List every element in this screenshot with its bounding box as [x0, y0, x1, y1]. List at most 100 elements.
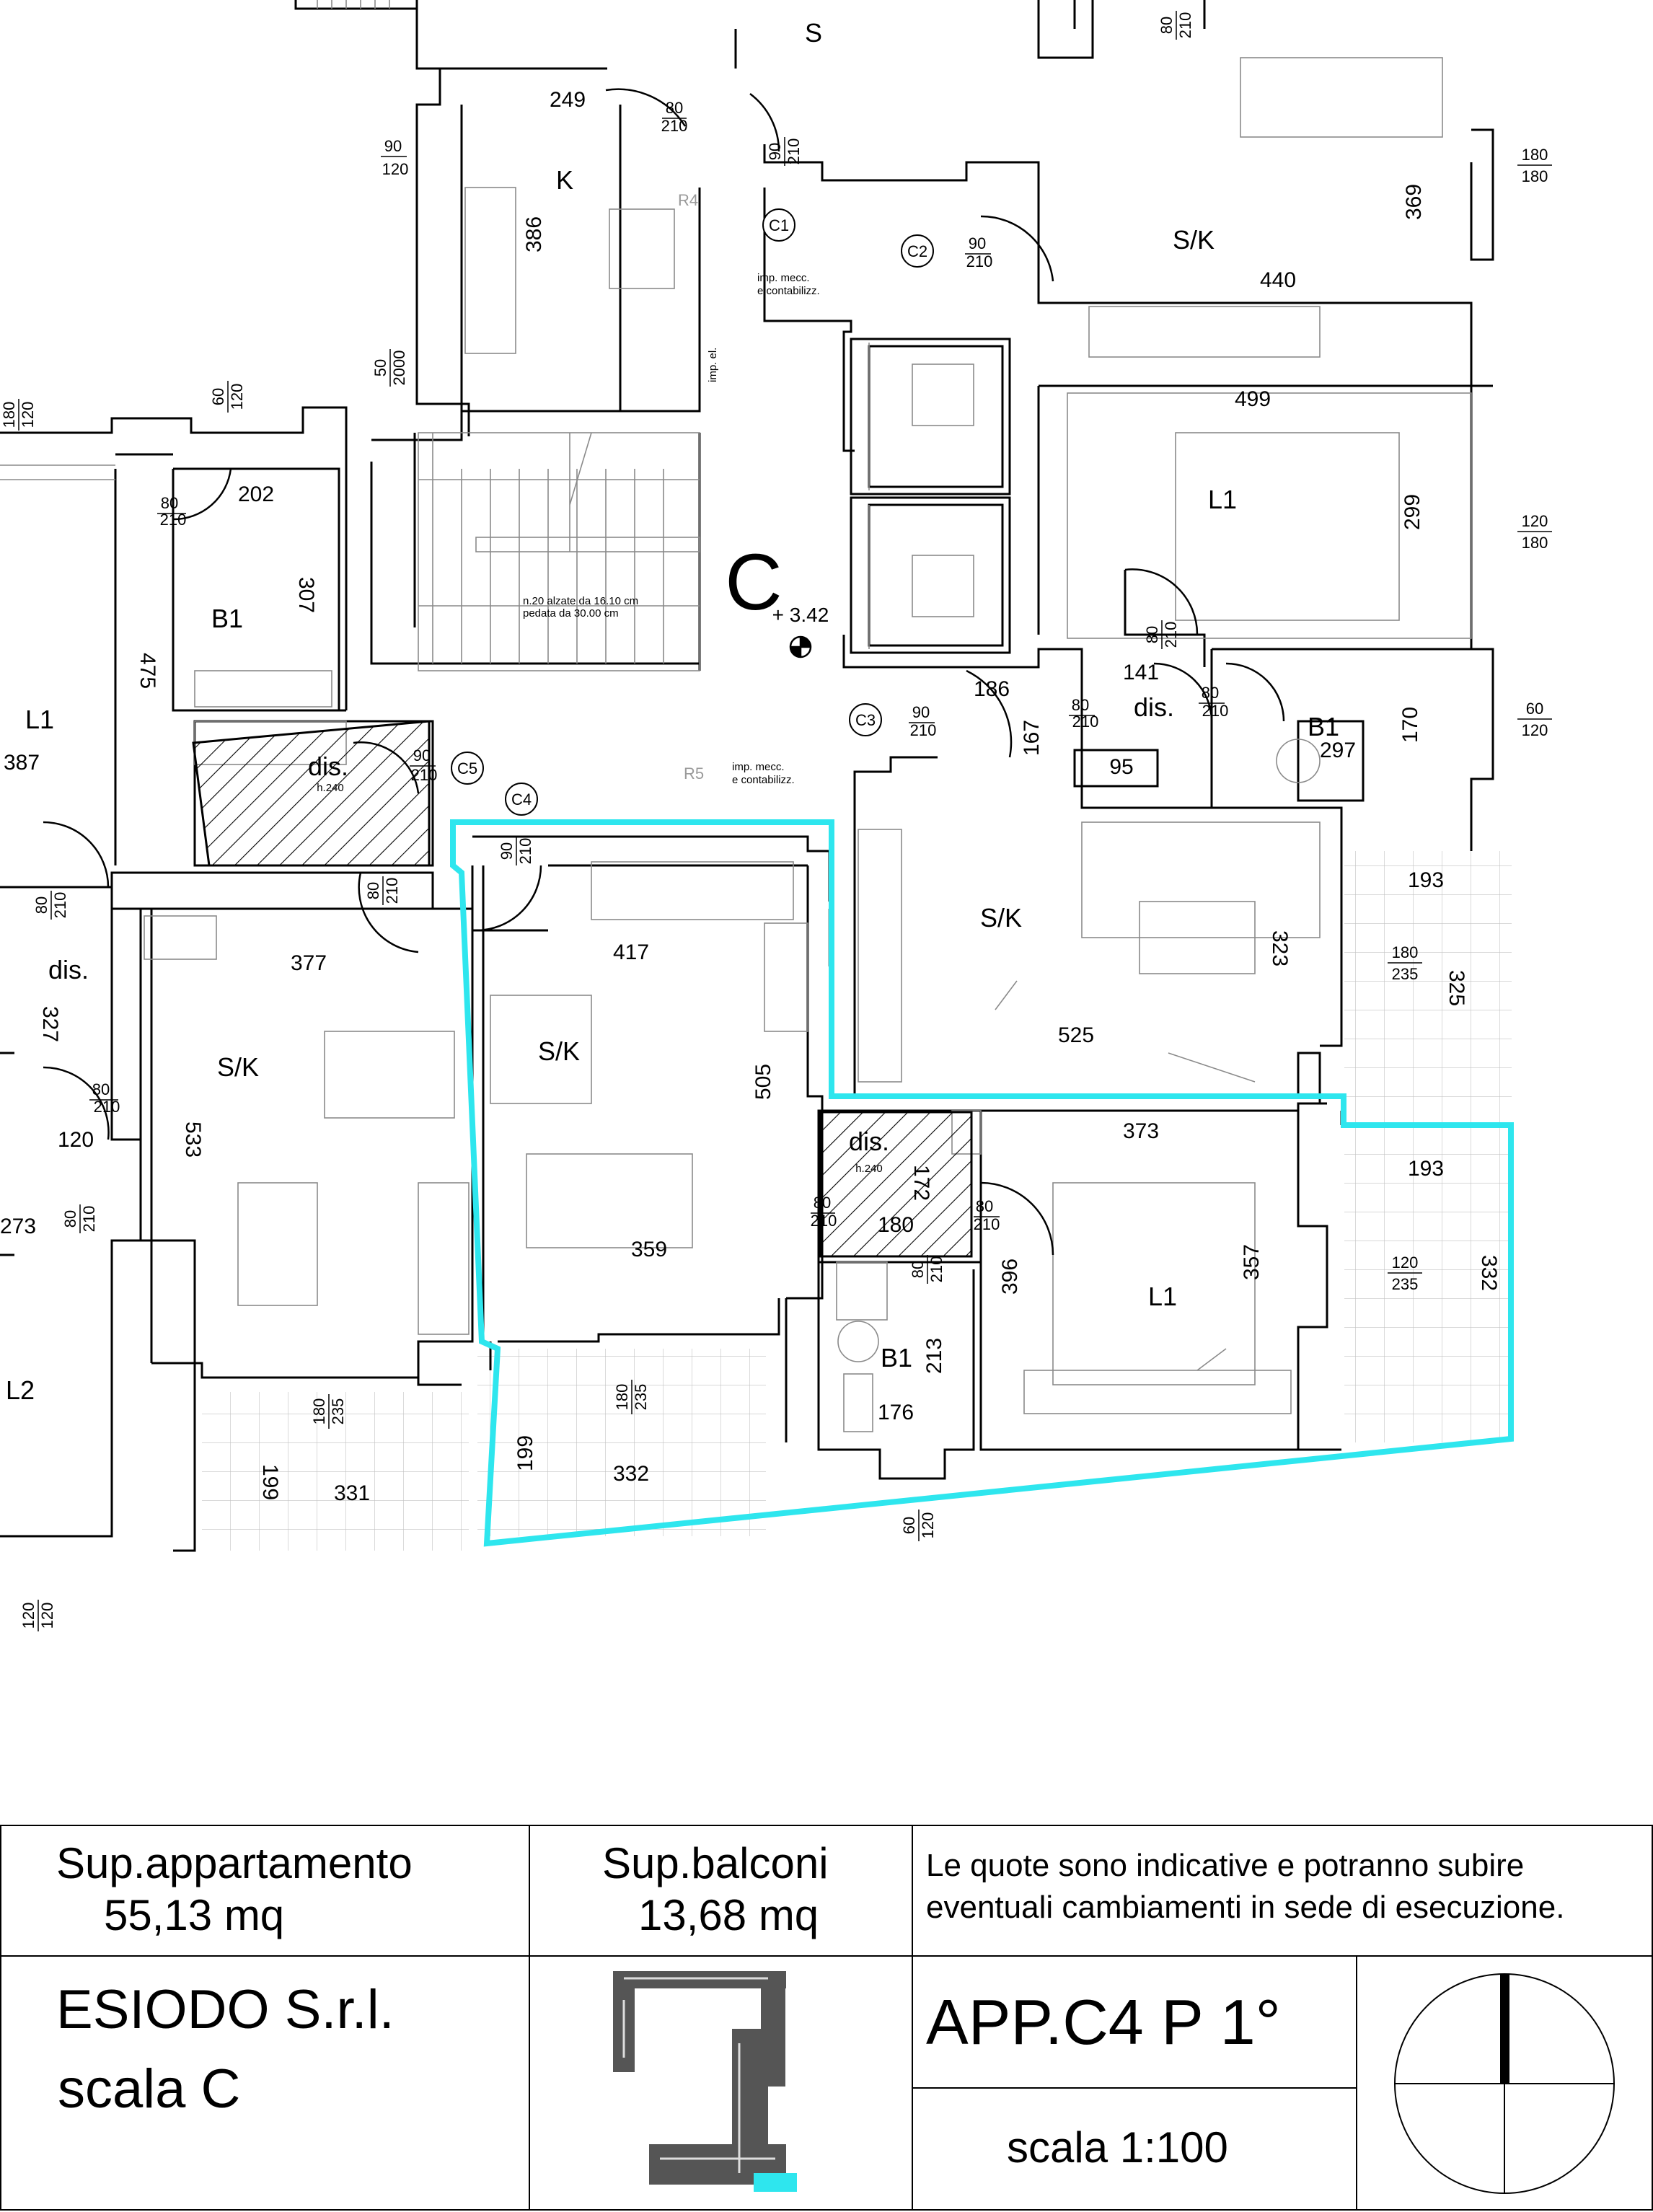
svg-text:167: 167	[1020, 720, 1044, 756]
svg-text:210: 210	[1176, 12, 1194, 39]
svg-text:525: 525	[1058, 1023, 1094, 1047]
svg-text:210: 210	[974, 1215, 1000, 1233]
dimensions: 249 386 440 369 499 299 202 307 475 387 …	[0, 88, 1501, 1505]
svg-text:60: 60	[900, 1517, 918, 1534]
svg-text:180: 180	[0, 402, 18, 428]
stair-note-1: n.20 alzate da 16.10 cm	[523, 595, 638, 607]
svg-text:357: 357	[1240, 1244, 1264, 1280]
svg-text:440: 440	[1260, 268, 1296, 292]
svg-text:C2: C2	[907, 242, 927, 260]
svg-text:533: 533	[181, 1122, 205, 1158]
svg-text:2000: 2000	[390, 351, 408, 386]
walls-target	[471, 756, 1343, 1480]
svg-text:180: 180	[1522, 534, 1548, 552]
balcony-tiles-target	[477, 1349, 766, 1536]
svg-text:80: 80	[976, 1197, 993, 1215]
svg-text:80: 80	[32, 896, 50, 914]
svg-text:373: 373	[1123, 1119, 1159, 1143]
svg-text:180: 180	[1392, 943, 1419, 961]
svg-text:90: 90	[498, 842, 516, 860]
cell-scale: scala 1:100	[912, 2087, 1357, 2211]
svg-text:235: 235	[1392, 965, 1419, 983]
room-dis-right: dis.	[1134, 692, 1174, 722]
svg-text:193: 193	[1408, 1157, 1444, 1181]
svg-text:C5: C5	[457, 759, 477, 777]
walls-left	[0, 406, 474, 1552]
svg-text:193: 193	[1408, 868, 1444, 892]
svg-text:90: 90	[766, 143, 784, 160]
scale-text: scala 1:100	[1007, 2123, 1228, 2172]
cell-key-plan	[529, 1955, 913, 2211]
svg-text:90: 90	[413, 746, 431, 764]
north-arrow-icon	[1394, 1973, 1615, 2194]
room-b1-left: B1	[211, 604, 243, 633]
svg-text:95: 95	[1109, 755, 1133, 779]
height-h240-left: h.240	[317, 782, 344, 794]
svg-text:80: 80	[61, 1210, 79, 1228]
svg-text:120: 120	[19, 402, 37, 428]
svg-text:210: 210	[785, 138, 803, 165]
svg-text:377: 377	[291, 951, 327, 975]
svg-text:199: 199	[258, 1464, 282, 1500]
svg-text:90: 90	[969, 234, 986, 252]
svg-text:120: 120	[1392, 1253, 1419, 1272]
sup-balc-value: 13,68 mq	[638, 1891, 819, 1939]
shaft-imp-2: imp. mecc.	[732, 761, 785, 773]
svg-text:186: 186	[974, 677, 1010, 701]
svg-text:210: 210	[51, 892, 69, 919]
svg-text:210: 210	[1202, 702, 1229, 720]
marker-c2: C2	[901, 234, 934, 268]
svg-text:120: 120	[228, 384, 246, 410]
apartment-code: APP.C4 P 1°	[926, 1986, 1281, 2058]
svg-text:417: 417	[613, 940, 649, 964]
svg-text:210: 210	[516, 838, 534, 865]
key-plan	[613, 1971, 797, 2192]
svg-text:180: 180	[1522, 167, 1548, 185]
svg-text:80: 80	[814, 1194, 831, 1212]
svg-text:170: 170	[1398, 707, 1422, 743]
svg-text:80: 80	[1072, 696, 1089, 714]
cell-apartment: APP.C4 P 1°	[912, 1955, 1357, 2089]
room-l1-target: L1	[1148, 1282, 1177, 1311]
cell-sup-appartamento: Sup.appartamento 55,13 mq	[0, 1825, 530, 1957]
floor-plan: S K S/K L1 B1 L1 dis. h.240 dis. S/K S/K…	[0, 0, 1552, 1631]
svg-text:331: 331	[334, 1481, 370, 1505]
sup-app-label: Sup.appartamento	[56, 1839, 413, 1887]
svg-text:396: 396	[998, 1259, 1022, 1295]
svg-text:210: 210	[383, 878, 401, 904]
stair	[418, 432, 700, 671]
svg-text:180: 180	[613, 1384, 631, 1411]
svg-text:50: 50	[371, 359, 389, 376]
cell-notes: Le quote sono indicative e potranno subi…	[912, 1825, 1653, 1957]
svg-text:202: 202	[238, 483, 274, 506]
svg-text:332: 332	[1477, 1255, 1501, 1291]
svg-text:359: 359	[631, 1238, 667, 1261]
svg-text:80: 80	[1202, 684, 1219, 702]
svg-text:80: 80	[1158, 17, 1176, 34]
svg-text:273: 273	[0, 1215, 36, 1238]
svg-text:235: 235	[1392, 1275, 1419, 1293]
svg-text:80: 80	[92, 1080, 110, 1098]
marker-c5: C5	[451, 752, 484, 785]
svg-text:210: 210	[811, 1212, 837, 1230]
svg-text:210: 210	[1162, 622, 1180, 648]
svg-text:180: 180	[1522, 146, 1548, 164]
svg-text:387: 387	[4, 751, 40, 775]
